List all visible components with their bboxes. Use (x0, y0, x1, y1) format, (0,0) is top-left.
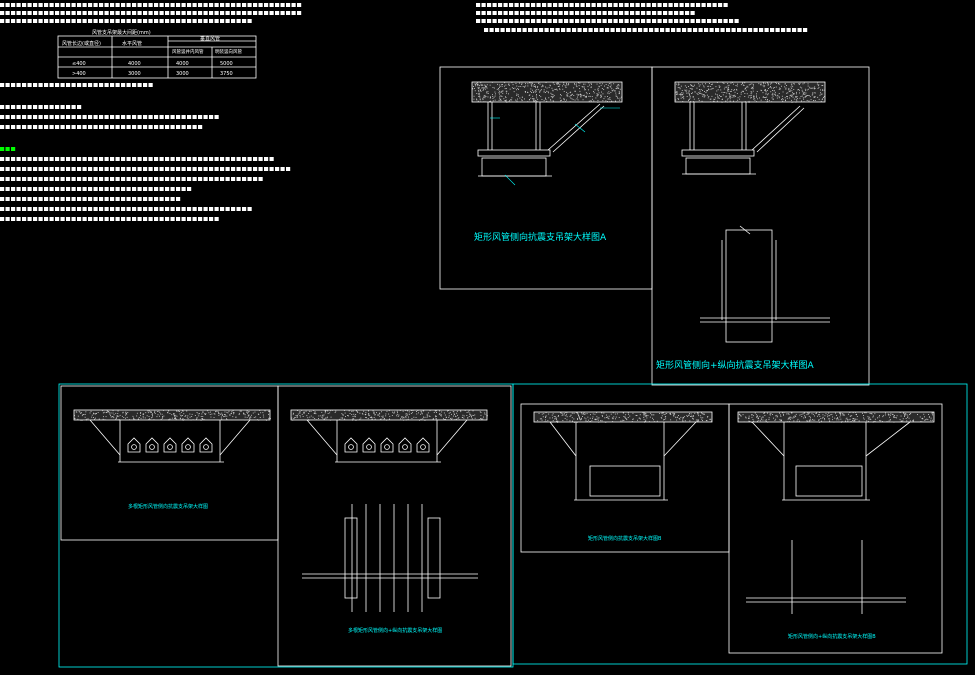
table-header-2: 水平风管 (122, 40, 142, 47)
note-line (484, 28, 808, 32)
note-line (0, 177, 263, 181)
panel-f-drawing: 矩形风管侧向+纵向抗震支吊架大样图B (737, 411, 935, 640)
note-line (476, 3, 728, 7)
frame-panel-c (60, 385, 279, 541)
slab-speckle (675, 82, 826, 103)
note-line (0, 19, 252, 23)
panel-c-title: 多根矩形风管侧向抗震支吊架大样图 (128, 503, 208, 510)
slab-speckle (472, 82, 623, 103)
panel-a-drawing: 矩形风管侧向抗震支吊架大样图A (471, 81, 623, 243)
panel-a-title: 矩形风管侧向抗震支吊架大样图A (474, 231, 607, 243)
panel-d-title: 多根矩形风管侧向+纵向抗震支吊架大样图 (348, 627, 442, 634)
frame-panel-e (520, 403, 730, 553)
table-cell-r1c3: 4000 (176, 61, 189, 67)
table-cell-r2c3: 3000 (176, 71, 189, 77)
note-line (0, 11, 302, 15)
note-line (476, 11, 695, 15)
slab-speckle (537, 412, 713, 423)
panel-f-title: 矩形风管侧向+纵向抗震支吊架大样图B (788, 633, 876, 640)
table-cell-r1c2: 4000 (128, 61, 141, 67)
note-line (0, 197, 181, 201)
frame-panel-f (728, 403, 943, 654)
concrete-slab (737, 411, 935, 423)
note-line (0, 105, 82, 109)
table-caption: 风管支吊架最大间距(mm) (92, 29, 151, 36)
panel-c-drawing: 多根矩形风管侧向抗震支吊架大样图 (73, 409, 271, 510)
table-cell-r1c1: ≤400 (72, 61, 86, 67)
table-cell-r2c4: 3750 (220, 71, 233, 77)
note-line (0, 167, 291, 171)
note-line (0, 3, 302, 7)
notes-block: 风管支吊架最大间距(mm) 风管长边(或直径) 水平风管 垂直风管 风管竖井内风… (0, 3, 808, 221)
notes-text-lines (0, 3, 302, 221)
note-line (0, 217, 219, 221)
note-line (0, 207, 252, 211)
concrete-slab (674, 81, 826, 103)
table-header-3: 垂直风管 (200, 35, 220, 42)
note-line (0, 125, 203, 129)
table-cell-r2c2: 3000 (128, 71, 141, 77)
note-line (476, 19, 739, 23)
table-subheader-1: 风管竖井内风管 (172, 48, 204, 55)
table-cell-r2c1: >400 (72, 71, 86, 77)
table-subheader-2: 明装竖向风管 (215, 48, 242, 55)
slab-speckle (738, 412, 934, 423)
table-header-1: 风管长边(或直径) (62, 40, 101, 47)
note-line (0, 115, 219, 119)
frame-group-right (512, 383, 968, 665)
note-line (0, 157, 274, 161)
spacing-table: 风管支吊架最大间距(mm) 风管长边(或直径) 水平风管 垂直风管 风管竖井内风… (57, 29, 257, 79)
panel-e-drawing: 矩形风管侧向抗震支吊架大样图B (533, 411, 713, 542)
panel-d-drawing: 多根矩形风管侧向+纵向抗震支吊架大样图 (290, 409, 488, 634)
frame-panel-b (651, 66, 870, 386)
slab-speckle (74, 410, 271, 421)
panel-e-title: 矩形风管侧向抗震支吊架大样图B (588, 535, 662, 542)
panel-frames (58, 66, 968, 668)
frame-group-left (58, 383, 514, 668)
slab-speckle (291, 410, 488, 421)
note-line (0, 83, 153, 87)
notes-text-right (476, 3, 808, 32)
note-line (0, 147, 16, 151)
table-cell-r1c4: 5000 (220, 61, 233, 67)
frame-panel-d (277, 385, 512, 667)
panel-b-drawing: 矩形风管侧向+纵向抗震支吊架大样图A (656, 81, 830, 371)
panel-b-title: 矩形风管侧向+纵向抗震支吊架大样图A (656, 359, 815, 371)
note-line (0, 187, 192, 191)
